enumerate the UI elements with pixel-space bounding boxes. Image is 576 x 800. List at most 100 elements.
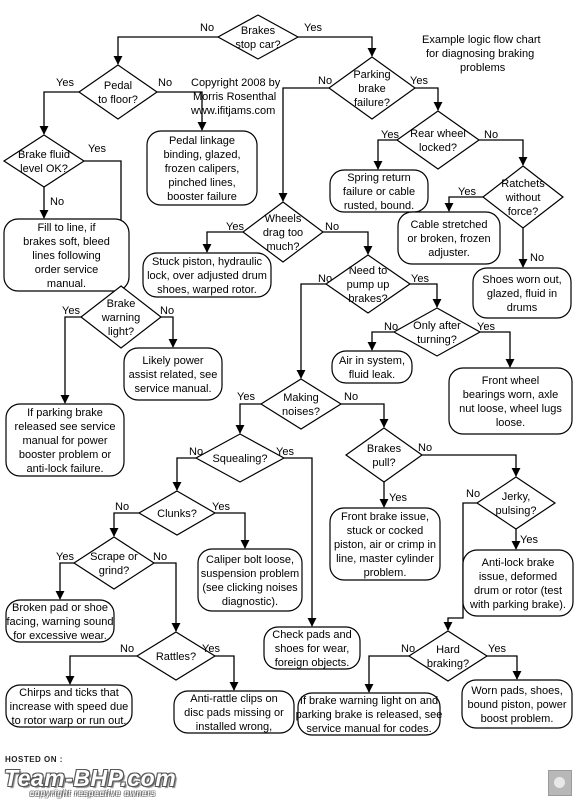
edge-rattles-yes (215, 655, 239, 691)
decision-diamond (259, 378, 343, 430)
node-squealing: Squealing? (194, 433, 286, 483)
node-pump-up-line-2: pump up (347, 279, 390, 291)
decision-diamond (135, 631, 217, 681)
node-ratchets-line-1: Ratchets (501, 178, 545, 190)
node-pump-up-line-1: Need to (349, 265, 388, 277)
node-fill-line-line-4: order service (35, 264, 99, 276)
decision-diamond (2, 134, 86, 188)
outcome-box (329, 507, 441, 581)
node-power-assist-line-1: Likely power (142, 355, 203, 367)
node-front-bearings-line-1: Front wheel (482, 375, 539, 387)
decision-diamond (137, 490, 217, 536)
node-clunks-line-1: Clunks? (157, 508, 197, 520)
node-making-noises-line-2: noises? (282, 406, 320, 418)
node-air-system-line-2: fluid leak. (349, 369, 395, 381)
outcome-box (5, 403, 125, 477)
node-front-issue-line-5: problem. (364, 567, 407, 579)
decision-diamond (80, 285, 162, 349)
edge-pump-yes (410, 283, 442, 308)
title-note-line-2: for diagnosing braking (426, 48, 534, 60)
node-stuck-piston-line-3: shoes, warped rotor. (157, 284, 257, 296)
node-ratchets-line-2: without (505, 192, 541, 204)
copyright-line-2: Morris Rosenthal (193, 91, 276, 103)
connector-lines (39, 36, 528, 693)
node-front-bearings-line-4: loose. (496, 417, 525, 429)
node-fill-line-line-2: brakes soft, bleed (23, 236, 110, 248)
node-rear-locked-line-2: locked? (419, 142, 457, 154)
node-parking-released-line-4: booster problem or (19, 449, 112, 461)
node-fluid-ok-line-2: level OK? (20, 163, 68, 175)
node-caliper: Caliper bolt loose, suspension problem (se… (197, 548, 303, 612)
node-caliper-line-1: Caliper bolt loose, (206, 554, 294, 566)
node-fill-line-line-1: Fill to line, if (37, 222, 96, 234)
edge-pedal-floor-no (157, 91, 207, 131)
edge-label-yes-21: Yes (237, 391, 255, 403)
edge-label-yes-2: Yes (304, 22, 322, 34)
edge-label-yes-3: Yes (56, 77, 74, 89)
corner-stamp-icon (548, 770, 572, 796)
edge-label-yes-9: Yes (381, 129, 399, 141)
outcome-box (142, 252, 272, 298)
edge-label-yes-34: Yes (202, 643, 220, 655)
node-scrape-line-1: Scrape or (90, 551, 138, 563)
node-squealing-line-1: Squealing? (212, 453, 267, 465)
edge-label-yes-13: Yes (226, 221, 244, 233)
node-jerky: Jerky,pulsing? (475, 476, 557, 530)
node-parking-released-line-5: anti-lock failure. (26, 463, 103, 475)
node-caliper-line-2: suspension problem (201, 568, 299, 580)
node-broken-pad-line-1: Broken pad or shoe (12, 602, 108, 614)
edge-parking-no (278, 87, 329, 202)
node-front-issue: Front brake issue,stuck or cockedpiston,… (329, 507, 441, 581)
outcome-box (146, 130, 258, 206)
edge-label-yes-25: Yes (389, 492, 407, 504)
node-stuck-piston-line-1: Stuck piston, hydraulic (152, 256, 263, 268)
outcome-box (329, 169, 429, 213)
edge-wheels-no (323, 231, 373, 255)
edge-only-yes (480, 331, 515, 368)
node-shoes-worn-line-3: drums (507, 302, 538, 314)
node-rattles: Rattles? (135, 631, 217, 681)
outcome-box (5, 599, 115, 643)
node-ratchets-line-3: force? (508, 206, 539, 218)
decision-diamond (324, 254, 412, 314)
node-stuck-piston-line-2: lock, over adjusted drum (147, 270, 267, 282)
node-caliper-line-3: (see clicking noises (202, 582, 298, 594)
decision-diamond (344, 427, 424, 483)
annotations: Example logic flow chart for diagnosing … (190, 34, 541, 117)
edge-hard-yes (487, 655, 522, 680)
node-brakes-pull-line-2: pull? (372, 457, 395, 469)
node-jerky-line-1: Jerky, (502, 491, 531, 503)
watermark-copyright: copyright respective owners (30, 789, 157, 798)
copyright-line-1: Copyright 2008 by (191, 77, 281, 89)
outcome-box (263, 626, 361, 670)
node-warning-on-line-3: service manual for codes. (306, 723, 431, 735)
node-clunks: Clunks? (137, 490, 217, 536)
node-warning-light-line-1: Brake (107, 298, 136, 310)
edge-parking-yes (415, 87, 443, 111)
node-front-issue-line-1: Front brake issue, (341, 511, 429, 523)
node-front-issue-line-3: piston, air or crimp in (334, 539, 436, 551)
node-antilock-line-3: drum or rotor (test (474, 585, 562, 597)
edge-pedal-floor-yes (39, 91, 79, 135)
edge-noises-no (341, 403, 389, 428)
edge-rattles-no (65, 655, 137, 685)
node-brakes-stop-line-1: Brakes (241, 25, 276, 37)
